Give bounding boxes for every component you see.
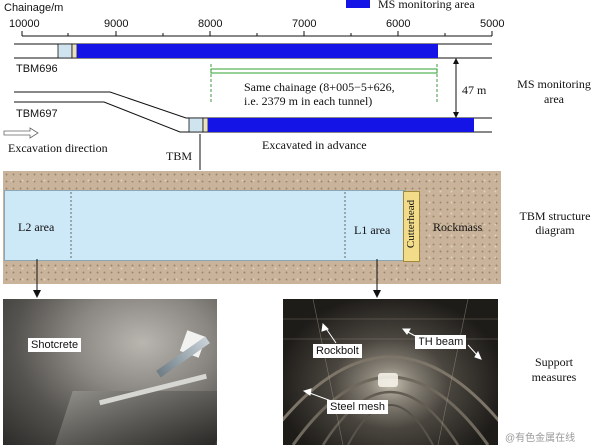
shotcrete-photo <box>3 299 217 445</box>
tunnel-696-label: TBM696 <box>16 63 58 75</box>
th-beam-label: TH beam <box>415 335 467 349</box>
tick-label-6000: 6000 <box>386 18 411 30</box>
steel-mesh-label: Steel mesh <box>327 400 389 414</box>
chainage-ticks <box>21 31 493 36</box>
row-label-support-line1: Support <box>534 355 573 369</box>
same-chainage-label-line1: Same chainage (8+005−5+626, <box>244 80 395 94</box>
tick-label-7000: 7000 <box>292 18 317 30</box>
row-label-ms-line2: area <box>544 92 564 106</box>
photo-equipment <box>53 391 217 445</box>
legend-swatch <box>346 0 370 8</box>
cutterhead-label: Cutterhead <box>405 199 417 249</box>
tbm-697-cutterhead <box>202 117 209 133</box>
row-label-support-line2: measures <box>531 370 577 384</box>
l1-area-label: L1 area <box>354 223 391 237</box>
same-chainage-span-bar <box>210 68 438 74</box>
tbm-697-machine <box>188 117 204 133</box>
tbm-696-machine <box>57 43 73 59</box>
support-photo <box>283 299 498 445</box>
row-label-tbm-line2: diagram <box>535 223 575 237</box>
watermark: @有色金属在线 <box>505 433 576 444</box>
rockbolt-label: Rockbolt <box>313 344 362 358</box>
photo-arch-ribs <box>283 299 498 445</box>
row-label-ms-line1: MS monitoring <box>517 77 591 91</box>
excavation-direction-label: Excavation direction <box>8 141 108 155</box>
tbm-696-cutterhead <box>71 43 78 59</box>
tunnel-697-label: TBM697 <box>16 108 58 120</box>
row-label-tbm-line1: TBM structure <box>519 209 591 223</box>
spacing-label: 47 m <box>462 83 487 97</box>
tunnel-layout-diagram <box>3 31 493 170</box>
cutterhead-block <box>403 191 420 262</box>
legend-label: MS monitoring area <box>378 0 475 11</box>
ms-area-696 <box>77 44 438 58</box>
same-chainage-label-line2: i.e. 2379 m in each tunnel) <box>244 94 373 108</box>
shotcrete-label: Shotcrete <box>28 338 82 352</box>
photo-tunnel-light <box>378 373 398 387</box>
ms-area-697 <box>208 118 474 132</box>
tick-label-5000: 5000 <box>480 18 505 30</box>
rockmass-label: Rockmass <box>433 220 483 234</box>
excavated-in-advance-label: Excavated in advance <box>262 138 367 152</box>
tbm-label: TBM <box>166 149 193 163</box>
excavation-direction-arrow <box>3 127 39 139</box>
tick-label-8000: 8000 <box>198 18 223 30</box>
l2-area-label: L2 area <box>18 220 55 234</box>
tick-label-10000: 10000 <box>9 18 40 30</box>
chainage-axis-title: Chainage/m <box>4 2 64 14</box>
tick-label-9000: 9000 <box>104 18 129 30</box>
tbm-lining-body <box>4 190 406 261</box>
